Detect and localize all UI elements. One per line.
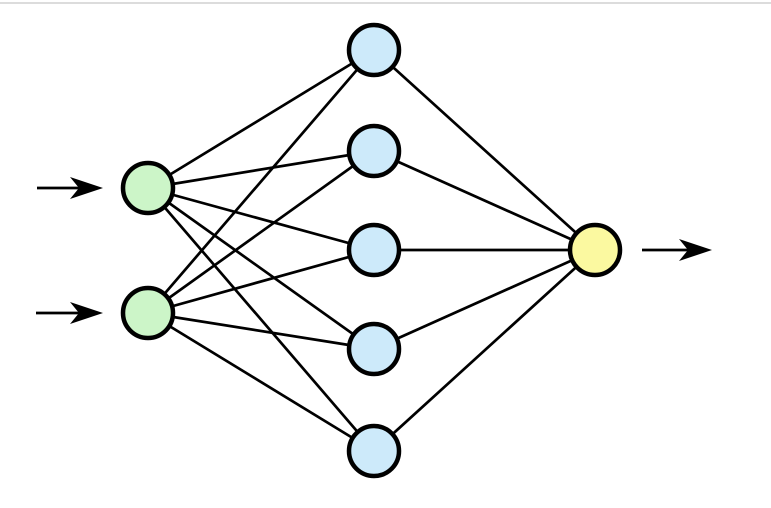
edge-hidden-layer-1-to-output-layer-1 <box>373 48 596 252</box>
hidden-layer-node-5 <box>346 423 402 479</box>
edge-input-layer-1-to-hidden-layer-1 <box>147 48 375 190</box>
edge-input-layer-1-to-hidden-layer-2 <box>147 149 375 190</box>
edge-input-layer-2-to-hidden-layer-2 <box>147 149 375 315</box>
edge-input-layer-2-to-hidden-layer-4 <box>147 311 375 351</box>
edge-input-layer-2-to-hidden-layer-3 <box>147 248 375 315</box>
hidden-layer-node-3 <box>346 222 402 278</box>
hidden-layer-node-1 <box>346 22 402 78</box>
edge-input-layer-1-to-hidden-layer-3 <box>147 186 375 252</box>
output-arrow-1-head-icon <box>679 239 712 261</box>
edge-hidden-layer-5-to-output-layer-1 <box>373 249 596 452</box>
input-arrow-1-head-icon <box>70 177 103 199</box>
input-arrow-2-head-icon <box>70 302 103 324</box>
edge-input-layer-2-to-hidden-layer-5 <box>147 311 375 453</box>
edge-input-layer-2-to-hidden-layer-1 <box>146 49 376 314</box>
input-layer-node-2 <box>120 285 176 341</box>
output-layer-node-1 <box>567 222 623 278</box>
edge-input-layer-1-to-hidden-layer-5 <box>146 187 376 452</box>
edge-hidden-layer-2-to-output-layer-1 <box>373 149 596 252</box>
top-border-rule <box>0 2 771 4</box>
edge-hidden-layer-4-to-output-layer-1 <box>373 248 596 351</box>
edge-input-layer-1-to-hidden-layer-4 <box>147 186 375 351</box>
hidden-layer-node-2 <box>346 123 402 179</box>
input-layer-node-1 <box>120 160 176 216</box>
hidden-layer-node-4 <box>346 321 402 377</box>
